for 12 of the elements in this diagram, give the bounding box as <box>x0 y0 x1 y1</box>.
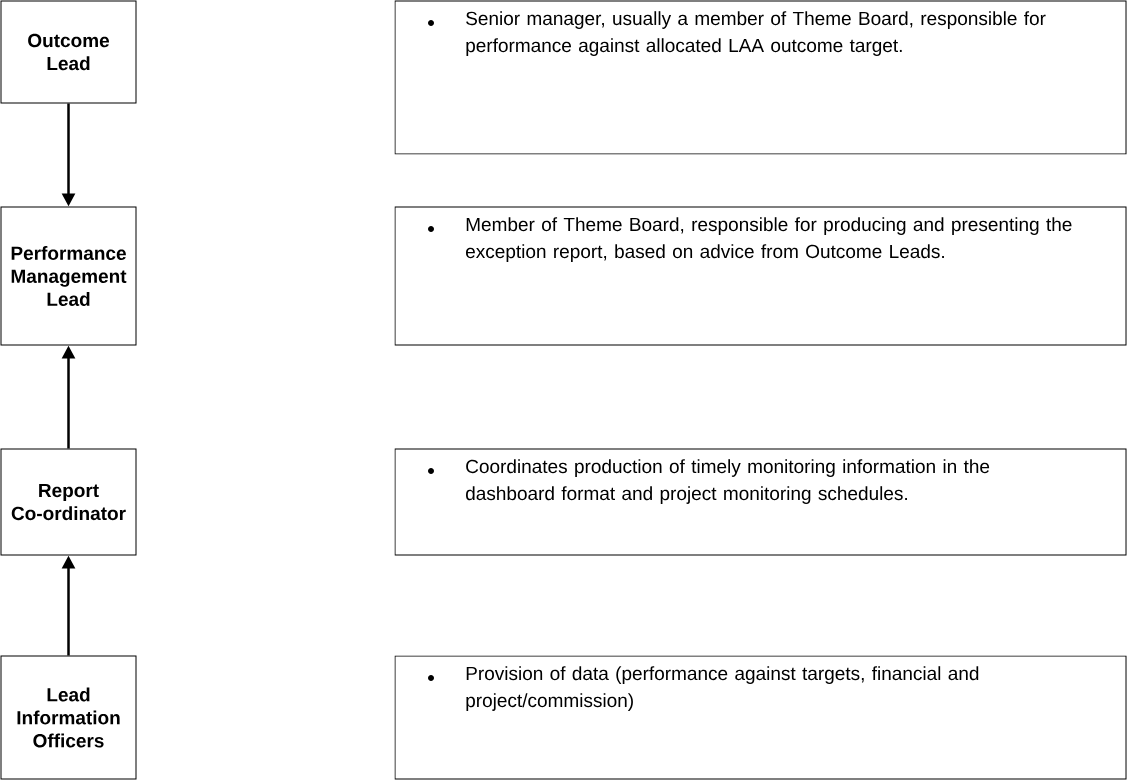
description-text: Member of Theme Board, responsible for producing and presenting the exception report, based on advice from Outcome Leads. <box>466 217 1072 262</box>
description-box <box>394 448 1127 556</box>
description-text: Coordinates production of timely monitoring information in the dashboard format and project monitoring schedules. <box>466 459 990 504</box>
description-box <box>394 206 1127 346</box>
role-box: Report Co-ordinator <box>0 448 137 556</box>
role-box: Performance Management Lead <box>0 206 137 346</box>
description-box <box>394 0 1127 155</box>
role-box: Outcome Lead <box>0 0 137 104</box>
description-box <box>394 655 1127 780</box>
description-text: Provision of data (performance against targets, financial and project/commission) <box>466 666 979 711</box>
description-text: Senior manager, usually a member of Theme Board, responsible for performance against allocated LAA outcome target. <box>466 11 1046 56</box>
role-box: Lead Information Officers <box>0 655 137 780</box>
